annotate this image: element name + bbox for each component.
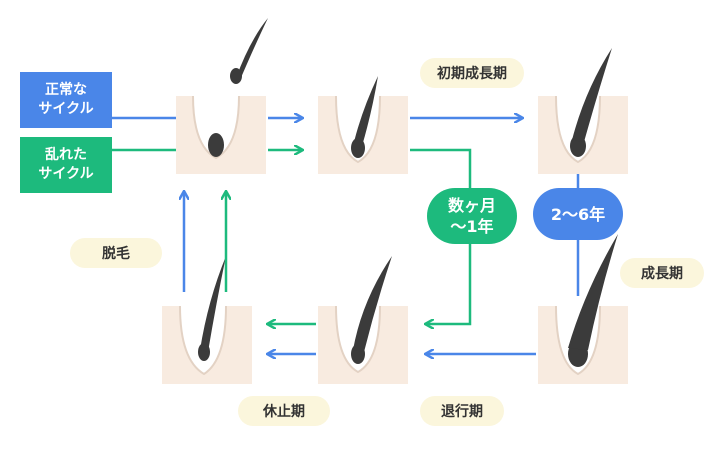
label-resting: 休止期 [238, 396, 330, 426]
duration-normal-pill: 2〜6年 [533, 188, 623, 240]
legend-normal-line1: 正常な [45, 82, 87, 98]
follicle-resting [162, 256, 252, 384]
duration-disrupted-line2: 〜1年 [450, 217, 494, 236]
duration-normal-text: 2〜6年 [550, 204, 606, 224]
label-shedding-text: 脱毛 [102, 246, 130, 262]
legend-disrupted-line1: 乱れた [45, 147, 87, 163]
legend-normal-cycle: 正常な サイクル [20, 72, 112, 128]
label-regression: 退行期 [420, 396, 504, 426]
legend-disrupted-line2: サイクル [38, 166, 94, 182]
label-growth: 成長期 [620, 258, 704, 288]
follicle-growth-early [538, 48, 628, 174]
label-growth-text: 成長期 [641, 266, 683, 282]
legend-disrupted-cycle: 乱れた サイクル [20, 137, 112, 193]
label-resting-text: 休止期 [263, 404, 305, 420]
follicle-regression [318, 256, 408, 384]
label-shedding: 脱毛 [70, 238, 162, 268]
follicle-early-anagen [318, 76, 408, 174]
label-early-growth: 初期成長期 [420, 58, 524, 88]
legend-normal-line2: サイクル [38, 101, 94, 117]
follicle-growth [538, 234, 628, 384]
follicle-shedding-start [176, 18, 268, 174]
label-regression-text: 退行期 [441, 404, 483, 420]
duration-disrupted-line1: 数ヶ月 [447, 196, 496, 215]
duration-disrupted-pill: 数ヶ月 〜1年 [427, 188, 517, 244]
label-early-growth-text: 初期成長期 [437, 66, 507, 82]
